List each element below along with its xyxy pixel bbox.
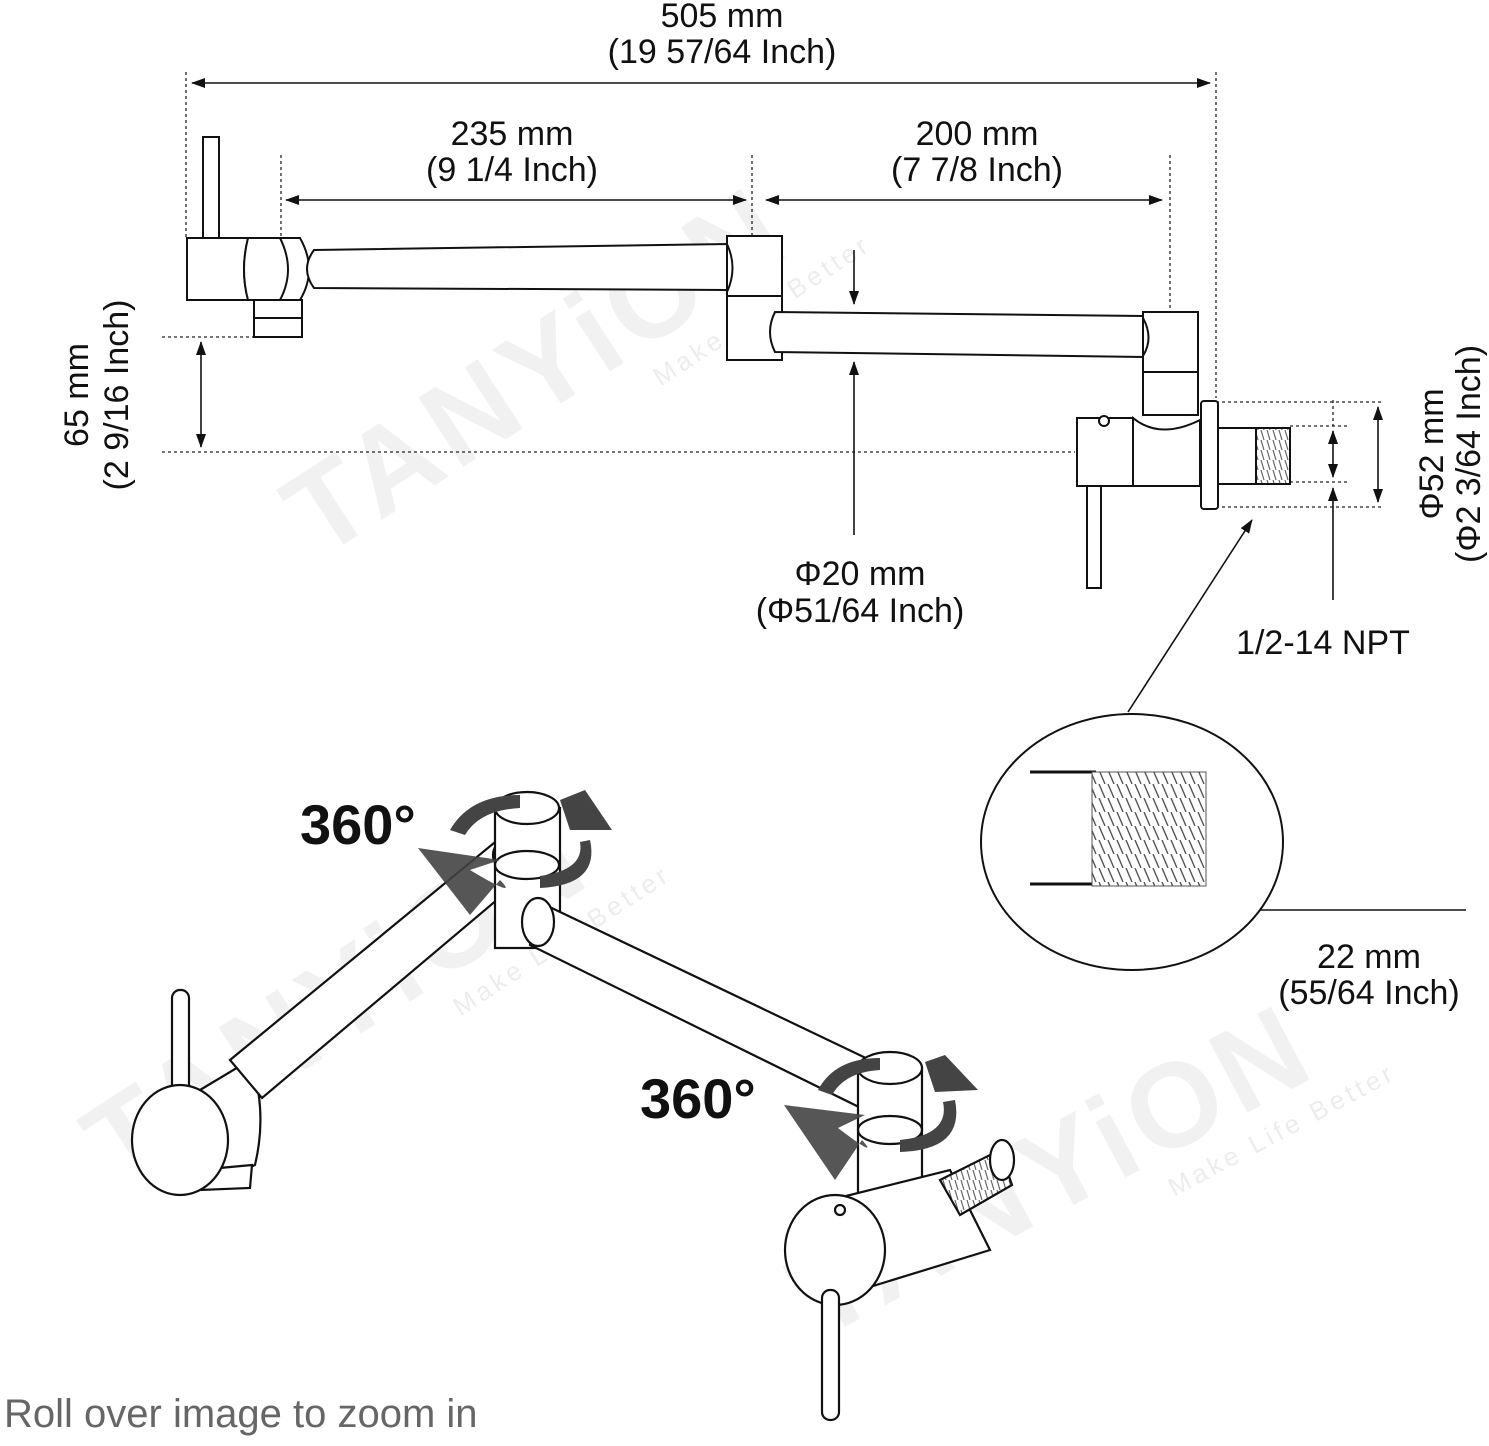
zoom-leader [1127, 519, 1253, 713]
thread-length-metric: 22 mm [1317, 938, 1421, 976]
valve-lever [1086, 485, 1102, 589]
thread-zoom-detail [980, 713, 1284, 971]
upper-rotation-arrow [450, 795, 520, 835]
arm-one-length-metric: 235 mm [451, 115, 574, 153]
valve-body [1076, 417, 1134, 487]
tube-diameter-imperial: (Φ51/64 Inch) [756, 592, 965, 630]
thread-spec-label: 1/2-14 NPT [1236, 624, 1410, 662]
second-arm-tube [769, 310, 1148, 359]
watermark-upper: TANYiON Make Life Better [261, 160, 876, 582]
perspective-left-cap [130, 1083, 230, 1197]
left-joint-body [186, 237, 250, 301]
svg-text:TANYiON: TANYiON [261, 160, 811, 582]
thread-section [1255, 427, 1291, 485]
zoomed-thread [1091, 771, 1207, 887]
faucet-perspective-view [130, 790, 1016, 1422]
thread-length-imperial: (55/64 Inch) [1278, 974, 1459, 1012]
dimension-labels: 505 mm (19 57/64 Inch) 235 mm (9 1/4 Inc… [58, 0, 1488, 1012]
wall-flange [1200, 400, 1219, 510]
flange-diameter-metric: Φ52 mm [1413, 388, 1451, 519]
wall-joint [1142, 311, 1199, 416]
first-arm-tube [306, 242, 729, 292]
lower-rotation-label: 360° [640, 1067, 756, 1130]
zoom-hint: Roll over image to zoom in [4, 1392, 478, 1436]
flange-diameter-imperial: (Φ2 3/64 Inch) [1450, 345, 1488, 563]
tube-diameter-metric: Φ20 mm [794, 555, 925, 593]
lower-rotation-arrow [818, 1058, 880, 1095]
rotation-arrows [418, 790, 978, 1180]
faucet-side-view [186, 136, 1291, 589]
arm-two-length-metric: 200 mm [916, 115, 1039, 153]
upper-rotation-label: 360° [300, 793, 416, 856]
arm-one-length-imperial: (9 1/4 Inch) [426, 151, 598, 189]
overall-length-metric: 505 mm [661, 0, 784, 35]
arm-two-length-imperial: (7 7/8 Inch) [891, 151, 1063, 189]
height-offset-metric: 65 mm [58, 343, 96, 447]
perspective-valve-lever [820, 1288, 841, 1422]
height-offset-imperial: (2 9/16 Inch) [98, 300, 136, 491]
overall-length-imperial: (19 57/64 Inch) [608, 33, 837, 71]
svg-text:TANYiON: TANYiON [769, 978, 1334, 1363]
lever-handle [202, 136, 220, 241]
